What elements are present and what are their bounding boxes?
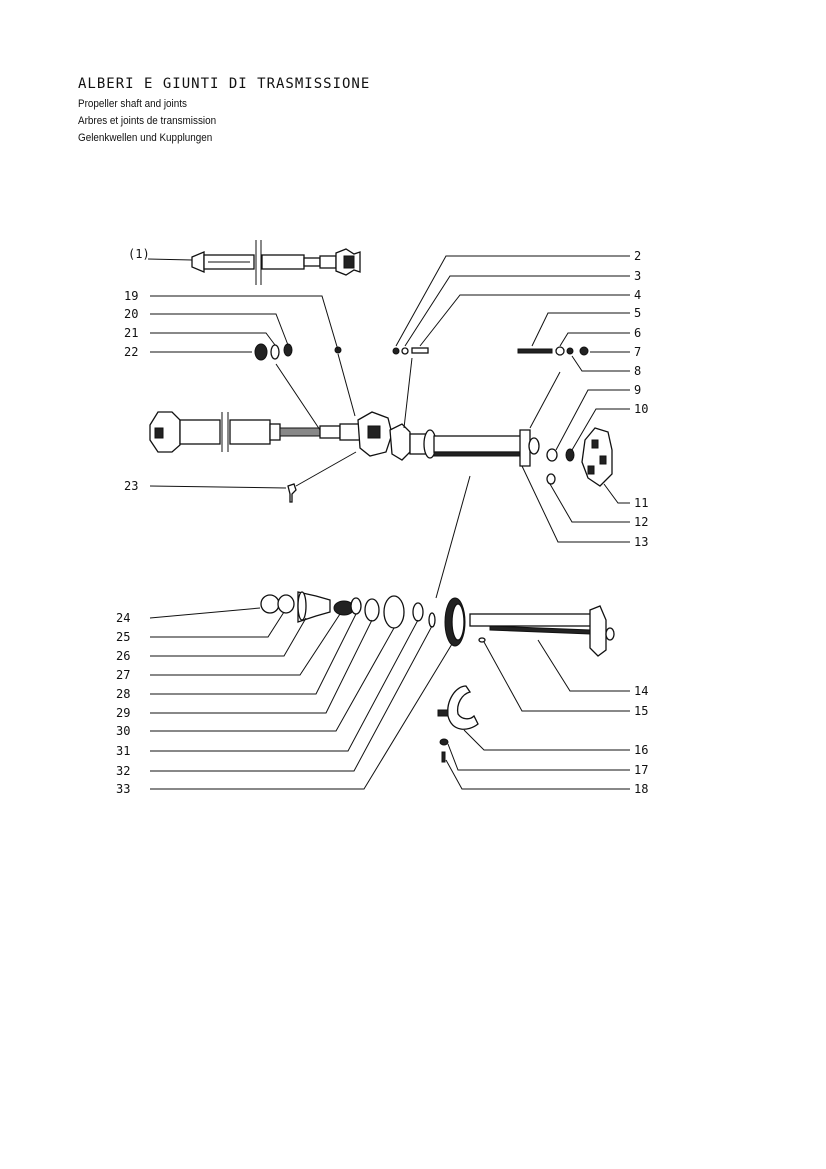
callout-11: 11 (634, 496, 648, 510)
callout-22: 22 (124, 345, 138, 359)
callout-32: 32 (116, 764, 130, 778)
callout-6: 6 (634, 326, 641, 340)
small-parts-top (254, 343, 589, 503)
callout-25: 25 (116, 630, 130, 644)
subtitle-english: Propeller shaft and joints (78, 98, 187, 110)
callout-10: 10 (634, 402, 648, 416)
callout-28: 28 (116, 687, 130, 701)
subtitle-german: Gelenkwellen und Kupplungen (78, 132, 213, 144)
callout-12: 12 (634, 515, 648, 529)
callout-24: 24 (116, 611, 130, 625)
callout-21: 21 (124, 326, 138, 340)
callout-33: 33 (116, 782, 130, 796)
callout-27: 27 (116, 668, 130, 682)
lower-exploded-parts (260, 591, 615, 657)
callout-3: 3 (634, 269, 641, 283)
callout-4: 4 (634, 288, 641, 302)
callout-8: 8 (634, 364, 641, 378)
complete-shaft-thumbnail (191, 240, 361, 285)
callout-1: (1) (128, 247, 150, 261)
callout-15: 15 (634, 704, 648, 718)
callout-5: 5 (634, 306, 641, 320)
header: ALBERI E GIUNTI DI TRASMISSIONE Propelle… (78, 76, 370, 149)
callout-20: 20 (124, 307, 138, 321)
universal-joint (357, 411, 540, 467)
shaft-support-clamp (437, 685, 479, 763)
callout-19: 19 (124, 289, 138, 303)
callout-23: 23 (124, 479, 138, 493)
callout-14: 14 (634, 684, 648, 698)
callout-17: 17 (634, 763, 648, 777)
callout-18: 18 (634, 782, 648, 796)
flexible-coupling (581, 427, 613, 487)
callout-13: 13 (634, 535, 648, 549)
callout-31: 31 (116, 744, 130, 758)
callout-26: 26 (116, 649, 130, 663)
callout-9: 9 (634, 383, 641, 397)
subtitle-french: Arbres et joints de transmission (78, 115, 217, 127)
callout-labels: (1) 2 3 4 5 6 7 8 9 10 11 12 13 14 15 16… (116, 247, 648, 796)
page-title: ALBERI E GIUNTI DI TRASMISSIONE (78, 76, 371, 92)
propeller-shaft-main (149, 411, 361, 453)
callout-29: 29 (116, 706, 130, 720)
leader-lines (147, 255, 630, 790)
callout-30: 30 (116, 724, 130, 738)
callout-16: 16 (634, 743, 648, 757)
callout-2: 2 (634, 249, 641, 263)
callout-7: 7 (634, 345, 641, 359)
